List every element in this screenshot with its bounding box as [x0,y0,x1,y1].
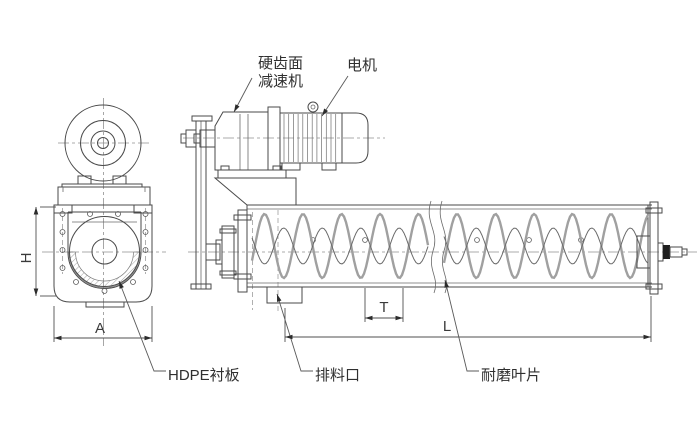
arrowheads [33,104,651,341]
shaft-seal-block [663,245,670,259]
side-view: T L [180,101,697,342]
motor [279,101,369,171]
arrowhead-icon [54,335,62,341]
motor-flange [267,106,281,171]
discharge-port-label: 排料口 [315,367,360,384]
arrowhead-icon [365,315,373,321]
arrowhead-icon [395,315,403,321]
bolt-holes [59,211,149,294]
dimension-A: A [53,306,153,342]
end-bearing [636,201,688,295]
callout-wear-blade: 耐磨叶片 [444,279,541,384]
callout-discharge-port: 排料口 [276,293,360,384]
callout-motor: 电机 [321,57,377,117]
mount-bracket [213,165,297,206]
end-view: H A [18,98,166,346]
callouts: 硬齿面 减速机 电机 HDPE衬板 排料口 耐磨叶片 [33,55,651,384]
dim-H-label: H [18,253,35,264]
screw-flights [250,212,650,280]
arrowhead-icon [33,207,39,215]
arrowhead-icon [643,334,651,340]
drive-end-bearing [205,209,252,293]
end-view-motor [61,104,143,188]
dimension-L: L [284,296,652,342]
end-view-upper-housing [57,186,151,206]
dim-T-label: T [379,299,388,316]
reducer-label-line2: 减速机 [258,73,303,90]
dim-A-label: A [95,320,105,337]
arrowhead-icon [119,281,124,289]
callout-gear-reducer: 硬齿面 减速机 [233,55,303,113]
arrowhead-icon [444,280,449,288]
end-view-foot [85,301,125,308]
drive-stand [180,115,213,290]
trough [246,204,652,288]
arrowhead-icon [322,108,329,116]
break-lines [428,200,447,294]
dim-L-label: L [443,318,451,335]
arrowhead-icon [277,294,282,302]
reducer-label-line1: 硬齿面 [258,55,303,72]
wear-blade-label: 耐磨叶片 [481,367,541,384]
arrowhead-icon [285,334,293,340]
arrowhead-icon [144,335,152,341]
dimension-H: H [18,206,56,297]
arrowhead-icon [33,288,39,296]
arrowhead-icon [234,104,240,112]
lifting-eyebolt-icon [307,101,319,113]
trough-bolt-holes [310,237,584,243]
hdpe-liner-hatch [68,251,141,288]
discharge-port-outlet [266,286,303,304]
motor-fins [283,114,337,162]
hdpe-liner-label: HDPE衬板 [168,366,240,384]
callout-hdpe-liner: HDPE衬板 [118,280,240,384]
motor-label: 电机 [347,57,377,74]
end-view-trough [53,204,153,308]
